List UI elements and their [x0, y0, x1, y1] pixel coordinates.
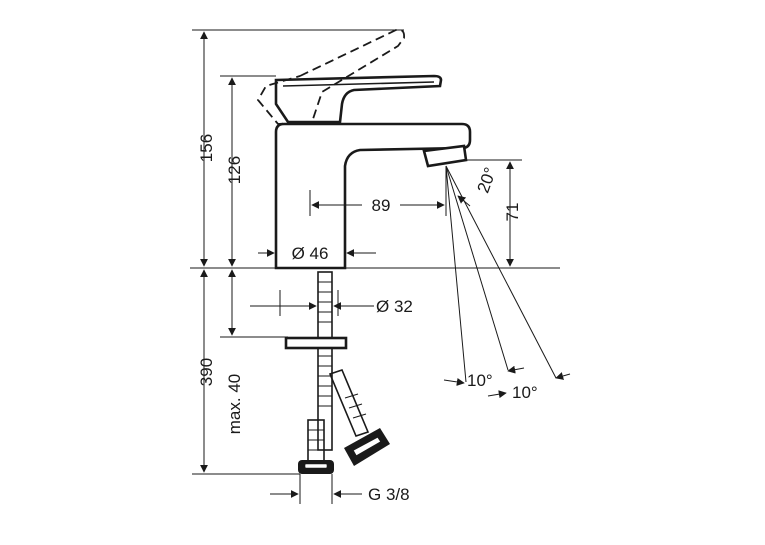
hose-angled	[328, 369, 370, 437]
label-body-diameter: Ø 46	[292, 244, 329, 263]
label-cone-angle-right: 10°	[512, 383, 538, 402]
threaded-rod	[317, 271, 333, 451]
label-total-height: 156	[197, 134, 216, 162]
faucet-outline	[256, 28, 472, 270]
lever-open-dashed	[256, 28, 405, 125]
mounting-plate	[284, 336, 348, 350]
label-flow-angle: 20°	[474, 165, 501, 196]
label-lever-height: 126	[225, 156, 244, 184]
label-spout-reach: 89	[372, 196, 391, 215]
water-flow-lines	[445, 165, 557, 383]
label-connection-thread: G 3/8	[368, 485, 410, 504]
dimension-lines	[192, 29, 571, 504]
dimension-labels: 156 126 71 89 Ø 46 Ø 32 20° 10° 10° 390 …	[197, 134, 538, 504]
mounting-hardware	[190, 267, 560, 474]
label-counter-top: max. 40	[225, 374, 244, 434]
label-outlet-height: 71	[503, 203, 522, 222]
label-shank-diameter: Ø 32	[376, 297, 413, 316]
label-hose-length: 390	[197, 358, 216, 386]
aerator	[422, 144, 468, 168]
flow-line-left	[445, 165, 467, 383]
flow-line-center	[445, 165, 509, 371]
hose-vertical	[307, 419, 325, 463]
lever-handle	[274, 74, 443, 124]
label-cone-angle-left: 10°	[467, 371, 493, 390]
